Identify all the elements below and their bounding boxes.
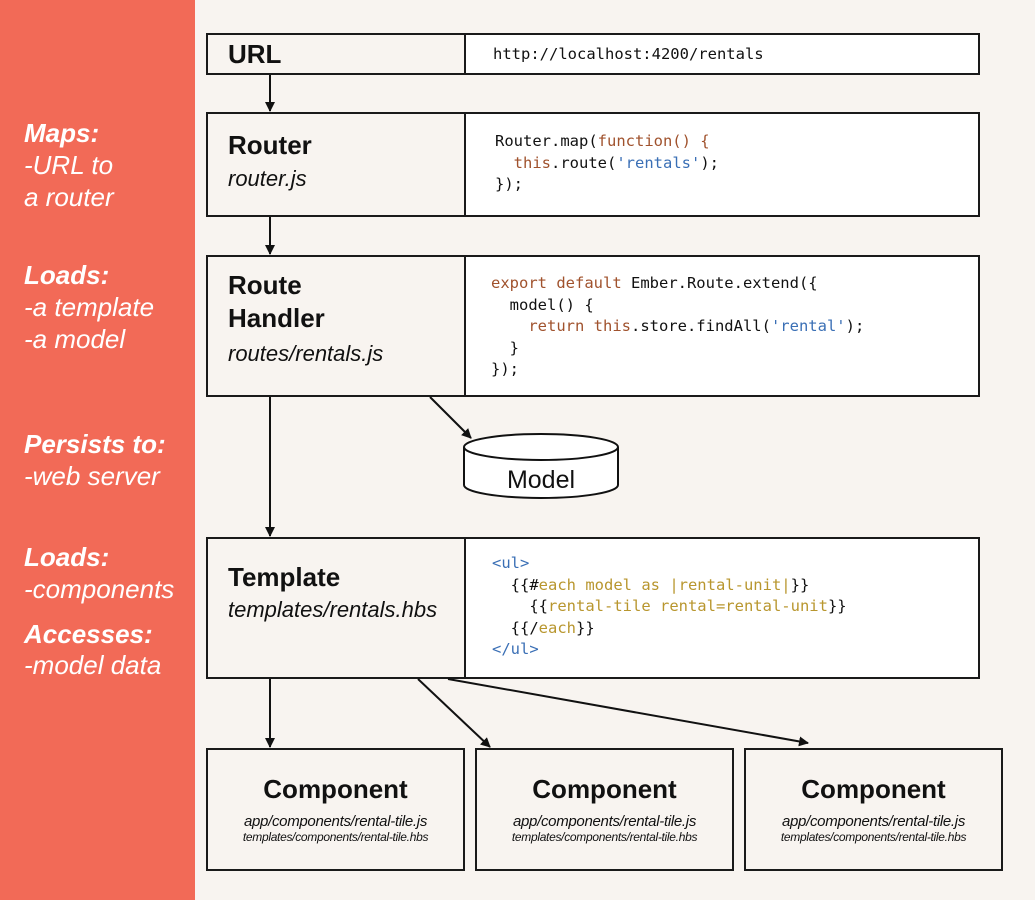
router-box: Router router.js Router.map(function() {… — [206, 112, 980, 217]
persists-line-1: -web server — [24, 461, 160, 491]
component-js-path: app/components/rental-tile.js — [781, 813, 966, 831]
model-cylinder — [463, 433, 619, 499]
router-code: Router.map(function() { this.route('rent… — [495, 132, 719, 193]
loads-line-2: -a model — [24, 324, 126, 354]
component-box-1: Component app/components/rental-tile.js … — [206, 748, 465, 871]
url-value: http://localhost:4200/rentals — [493, 45, 764, 63]
arrow-template-component-2 — [417, 678, 491, 748]
component-js-path: app/components/rental-tile.js — [243, 813, 428, 831]
maps-line-2: a router — [24, 182, 114, 212]
accesses-heading: Accesses: — [24, 619, 153, 649]
route-title-2: Handler — [228, 303, 325, 333]
component-box-3: Component app/components/rental-tile.js … — [744, 748, 1003, 871]
component-hbs-path: templates/components/rental-tile.hbs — [242, 830, 429, 845]
maps-line-1: -URL to — [24, 150, 114, 180]
loads-heading: Loads: — [24, 260, 110, 290]
route-file: routes/rentals.js — [228, 341, 384, 366]
maps-heading: Maps: — [24, 118, 100, 148]
url-title: URL — [228, 39, 282, 69]
route-code: export default Ember.Route.extend({ mode… — [491, 274, 865, 378]
router-box-label-cell: Router router.js — [208, 114, 466, 215]
component-hbs-path: templates/components/rental-tile.hbs — [511, 830, 698, 845]
route-handler-label-cell: Route Handler routes/rentals.js — [208, 257, 466, 395]
arrow-route-model — [429, 396, 472, 439]
router-title: Router — [228, 130, 312, 160]
loads-line-1: -a template — [24, 292, 155, 322]
template-file: templates/rentals.hbs — [228, 597, 438, 622]
accesses-line: -model data — [24, 650, 162, 680]
arrow-template-component-3 — [447, 678, 809, 747]
route-title-1: Route — [228, 270, 302, 300]
template-box: Template templates/rentals.hbs <ul> {{#e… — [206, 537, 980, 679]
url-box: URL http://localhost:4200/rentals — [206, 33, 980, 75]
loads-components-line: -components — [24, 574, 175, 604]
component-hbs-path: templates/components/rental-tile.hbs — [780, 830, 967, 845]
component-box-2: Component app/components/rental-tile.js … — [475, 748, 734, 871]
model-label: Model — [506, 466, 576, 494]
component-title: Component — [532, 774, 677, 804]
component-title: Component — [263, 774, 408, 804]
template-code: <ul> {{#each model as |rental-unit|}} {{… — [492, 554, 847, 658]
persists-heading: Persists to: — [24, 429, 166, 459]
sidebar: Maps: -URL to a router Loads: -a templat… — [0, 0, 195, 900]
component-js-path: app/components/rental-tile.js — [512, 813, 697, 831]
template-label-cell: Template templates/rentals.hbs — [208, 539, 466, 677]
component-title: Component — [801, 774, 946, 804]
route-handler-box: Route Handler routes/rentals.js export d… — [206, 255, 980, 397]
template-title: Template — [228, 562, 341, 592]
url-box-label-cell: URL — [208, 35, 466, 73]
loads-components-heading: Loads: — [24, 542, 110, 572]
router-file: router.js — [228, 166, 307, 191]
